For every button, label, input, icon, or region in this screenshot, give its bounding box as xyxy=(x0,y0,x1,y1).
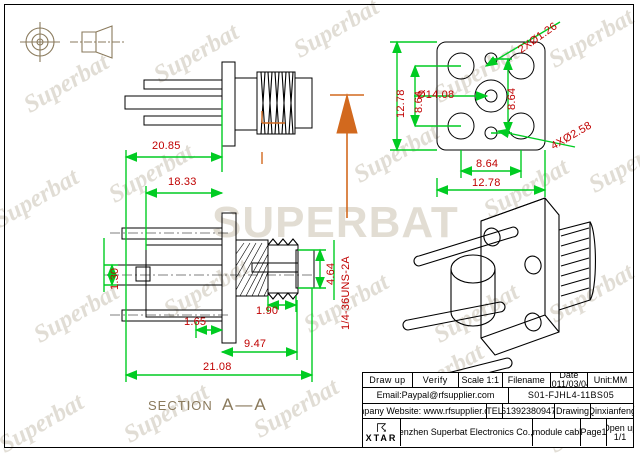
date-value: 2011/03/04 xyxy=(551,379,587,388)
section-title-cut: A—A xyxy=(222,395,268,414)
tel-label-cell: TEL xyxy=(487,404,503,419)
dim-center-bore-14-08: Ø14.08 xyxy=(417,89,455,101)
page-cell: Page1 xyxy=(581,419,607,446)
website-cell: Conpany Website: www.rfsupplier.com xyxy=(363,404,487,419)
date-cell: Date 2011/03/04 xyxy=(550,373,589,388)
title-block-row: ☈ XTAR Shenzhen Superbat Electronics Co.… xyxy=(363,419,633,446)
part-number-cell: S01-FJHL4-11BS05 xyxy=(509,388,633,404)
filename-cell: Filename xyxy=(502,373,551,388)
company-name-cell: Shenzhen Superbat Electronics Co.,Ltd xyxy=(401,419,533,446)
sheet-border xyxy=(4,4,634,448)
section-title-prefix: SECTION xyxy=(148,398,213,413)
dim-18-33: 18.33 xyxy=(168,176,197,188)
draw-up-cell: Draw up xyxy=(363,373,413,388)
verify-cell: Verify xyxy=(412,373,459,388)
title-block-row: Conpany Website: www.rfsupplier.com TEL … xyxy=(363,404,633,419)
logo-mark-icon: ☈ xyxy=(376,421,387,435)
drawing-label-cell: Drawing xyxy=(555,404,591,419)
date-label: Date xyxy=(559,373,579,380)
dim-1-65: 1.65 xyxy=(184,316,207,328)
title-block-row: Email:Paypal@rfsupplier.com S01-FJHL4-11… xyxy=(363,388,633,404)
tel-value-cell: 8613923809471 xyxy=(503,404,555,419)
drawing-value-cell: Qinxianfeng xyxy=(591,404,633,419)
open-up-cell: Open up 1/1 xyxy=(607,419,633,446)
section-title: SECTION A—A xyxy=(148,395,268,415)
logo-wordmark: XTAR xyxy=(365,433,398,443)
dim-20-85: 20.85 xyxy=(152,140,181,152)
logo-block: ☈ XTAR xyxy=(366,422,398,443)
dim-flange-pitch-h-8-64: 8.64 xyxy=(476,158,499,170)
dim-1-90: 1.90 xyxy=(256,305,279,317)
unit-cell: Unit:MM xyxy=(588,373,634,388)
section-cut-line xyxy=(261,111,285,164)
scale-cell: Scale 1:1 xyxy=(458,373,503,388)
title-block-row: Draw up Verify Scale 1:1 Filename Date 2… xyxy=(363,373,634,388)
open-up-value: 1/1 xyxy=(613,431,627,442)
open-up-label: Open up xyxy=(607,422,633,433)
xtar-logo: ☈ XTAR xyxy=(363,419,401,446)
dim-9-47: 9.47 xyxy=(244,338,267,350)
dim-21-08: 21.08 xyxy=(203,361,232,373)
module-cell: Amodule cable xyxy=(533,419,581,446)
dim-flange-width-12-78: 12.78 xyxy=(472,177,501,189)
email-cell: Email:Paypal@rfsupplier.com xyxy=(363,388,509,404)
